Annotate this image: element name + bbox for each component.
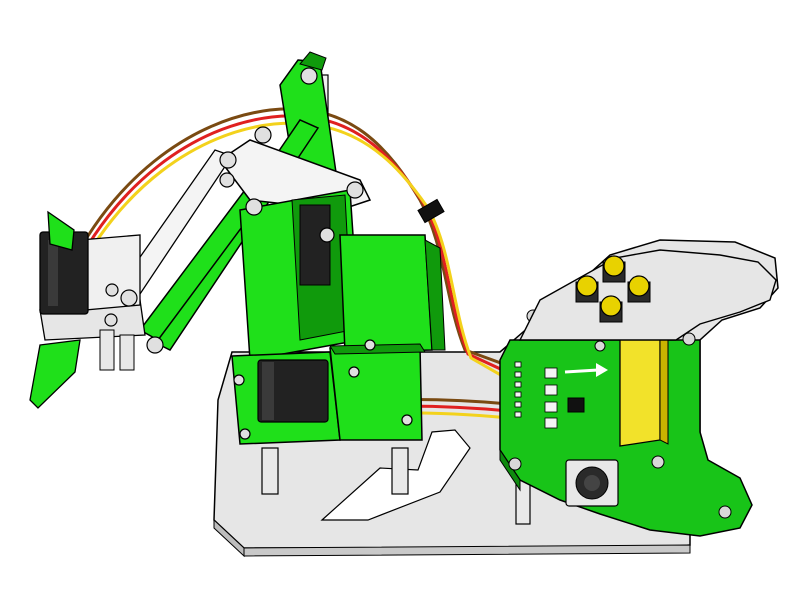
joystick [565, 459, 619, 507]
right-arrow-icon [564, 363, 608, 377]
controller-board [499, 309, 753, 537]
shoulder-block [339, 234, 433, 353]
arm-assembly [109, 51, 446, 361]
gripper-jaw [47, 210, 75, 251]
base-servo-housing [231, 343, 426, 445]
joint-screws [104, 67, 413, 440]
gripper-assembly [29, 210, 146, 409]
button-plate [518, 249, 777, 341]
gripper-finger [29, 339, 81, 409]
yellow-buttons [575, 255, 651, 323]
